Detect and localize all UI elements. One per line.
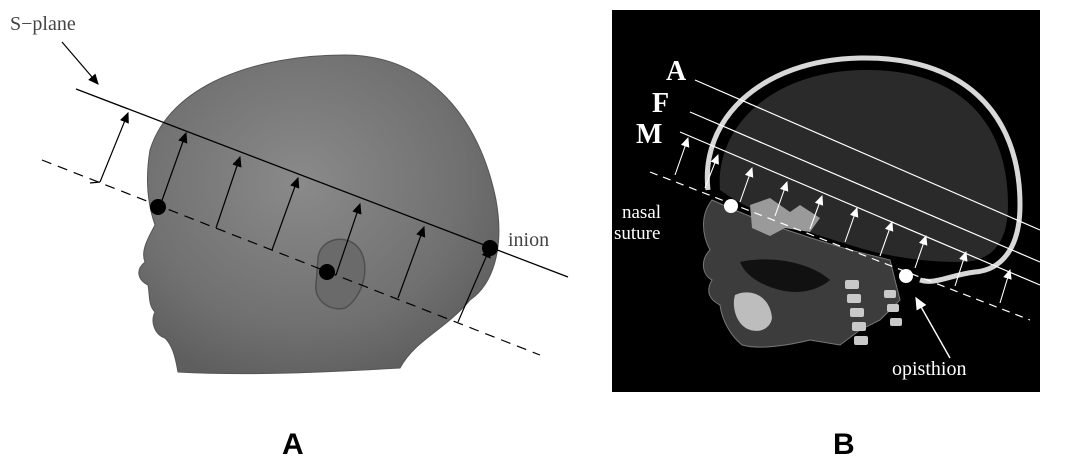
opisthion-label: opisthion xyxy=(892,358,966,380)
panel-a: S−plane inion xyxy=(10,13,568,374)
suture-label: suture xyxy=(614,223,660,244)
ear-point xyxy=(319,264,335,280)
nasal-suture-point xyxy=(724,199,738,213)
plane-label-f: F xyxy=(652,88,669,119)
s-plane-label: S−plane xyxy=(10,13,76,35)
opisthion-point xyxy=(899,269,913,283)
panel-b: A F M nasal suture opisthion xyxy=(612,10,1040,392)
inion-point xyxy=(482,240,498,256)
head-model xyxy=(139,55,499,374)
nasion-point xyxy=(150,199,166,215)
panel-a-caption: A xyxy=(282,428,304,462)
nasal-label: nasal xyxy=(622,202,661,223)
s-plane-pointer xyxy=(62,42,98,84)
plane-label-m: M xyxy=(636,119,662,150)
plane-label-a: A xyxy=(666,56,687,87)
inion-label: inion xyxy=(508,229,549,251)
panel-b-caption: B xyxy=(833,428,855,462)
